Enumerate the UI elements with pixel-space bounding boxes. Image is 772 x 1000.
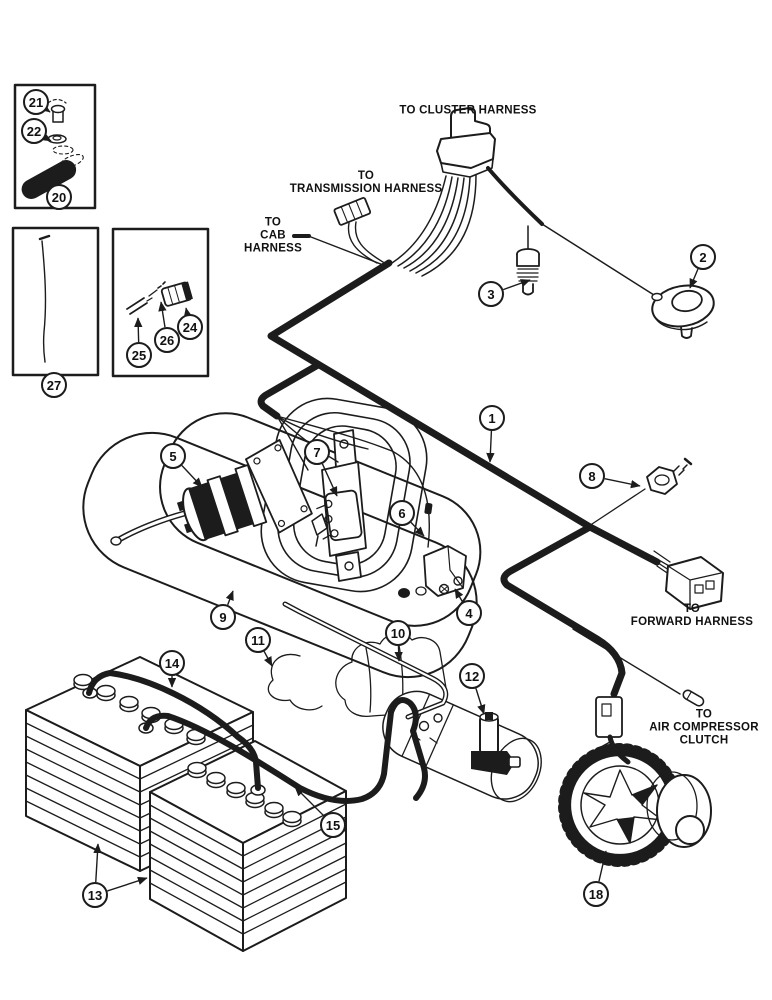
callout-leader-13 [107,876,148,892]
label-forward-harness: TO FORWARD HARNESS [630,602,754,628]
callout-3: 3 [478,281,504,307]
callout-22: 22 [21,118,47,144]
callout-5: 5 [160,443,186,469]
callout-leader-8 [604,477,641,489]
callout-10: 10 [385,620,411,646]
callout-12: 12 [459,663,485,689]
battery-right [149,740,347,952]
label-cab-harness: TO CAB HARNESS [244,216,302,255]
callout-leader-11 [263,651,273,667]
cable-10-loop [282,601,449,720]
callout-24: 24 [177,314,203,340]
callout-15: 15 [320,812,346,838]
battery-cable-15 [143,697,428,804]
callout-2: 2 [690,244,716,270]
callout-25: 25 [126,342,152,368]
callout-14: 14 [159,650,185,676]
callout-leader-2 [689,268,699,289]
key-switch-7 [311,429,367,582]
callout-leader-26 [158,301,167,328]
callout-11: 11 [245,627,271,653]
callout-leader-3 [502,279,531,291]
callout-9: 9 [210,604,236,630]
callout-leader-21 [40,103,51,113]
deck-wires [276,415,433,548]
label-transmission-harness: TO TRANSMISSION HARNESS [289,169,443,195]
starter-solenoid-5 [110,439,313,546]
air-compressor-wire [572,628,705,707]
oil-pressure-sender-3 [516,225,540,296]
callout-leader-1 [486,430,495,463]
callout-leader-9 [225,590,234,606]
callout-26: 26 [154,327,180,353]
callout-leader-7 [321,463,338,497]
callout-20: 20 [46,184,72,210]
callout-leader-12 [475,688,486,715]
callout-7: 7 [304,439,330,465]
callout-27: 27 [41,372,67,398]
callout-1: 1 [479,405,505,431]
elbow-connector-12 [471,712,521,775]
battery-cable-14 [86,670,261,791]
callout-8: 8 [579,463,605,489]
callout-leader-15 [294,786,325,817]
harness-to-alternator [595,696,631,765]
callout-leader-24 [183,307,192,318]
callout-leader-22 [41,132,52,142]
cab-harness-wire [292,234,387,267]
callout-leader-13 [93,843,102,883]
main-harness-1 [257,259,661,698]
temp-sender-8 [591,457,693,525]
callout-21: 21 [23,89,49,115]
callout-leader-18 [598,850,609,882]
callout-leader-4 [454,588,464,603]
callout-leader-10 [394,645,403,662]
callout-leader-6 [410,521,425,537]
grommet-2 [651,284,715,339]
callout-6: 6 [389,500,415,526]
callout-13: 13 [82,882,108,908]
cluster-connector [391,107,655,296]
callout-18: 18 [583,881,609,907]
label-cluster-harness: TO CLUSTER HARNESS [399,104,537,117]
transmission-connector [333,196,384,264]
callout-leader-5 [181,465,203,488]
wire-6 [391,450,430,548]
kit-box-24-25-26 [111,227,210,378]
label-air-compressor-clutch: TO AIR COMPRESSOR CLUTCH [649,708,759,747]
buzzer-bracket-4 [398,545,467,598]
alternator-18 [558,741,712,867]
forward-connector [651,550,724,610]
callout-leader-25 [134,317,143,343]
callout-4: 4 [456,600,482,626]
